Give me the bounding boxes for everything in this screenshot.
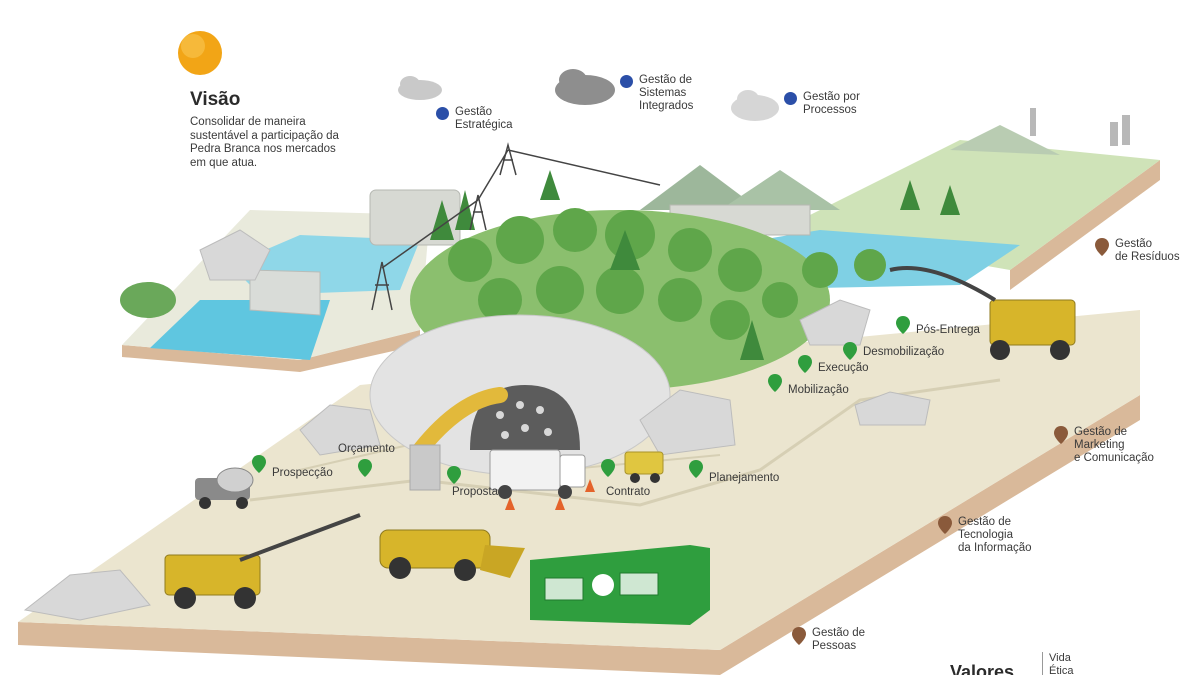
marker-label: Gestão por Processos <box>803 91 860 116</box>
map-pin-icon <box>252 455 266 473</box>
map-pin-icon <box>1095 238 1109 256</box>
loader <box>379 529 525 581</box>
marker-label: Gestão de Pessoas <box>812 627 866 652</box>
marker-label: Gestão de Tecnologia da Informação <box>958 516 1032 554</box>
stage-execucao[interactable]: Execução <box>798 355 869 375</box>
sun-highlight <box>181 34 205 58</box>
dot-icon <box>784 92 797 105</box>
map-pin-icon[interactable] <box>447 466 461 484</box>
map-pin-icon <box>843 342 857 360</box>
drill-jumbo-right <box>889 266 1076 360</box>
city-skyline <box>1030 108 1130 146</box>
marker-gestao-estrategica[interactable]: Gestão Estratégica <box>436 106 513 132</box>
mountain-1 <box>640 165 760 210</box>
stage-label: Planejamento <box>709 472 780 484</box>
cloud-2 <box>555 69 615 105</box>
small-trailer <box>624 451 664 483</box>
dot-icon <box>436 107 449 120</box>
cloud-3 <box>731 90 779 121</box>
marker-gestao-sistemas[interactable]: Gestão de Sistemas Integrados <box>620 74 693 113</box>
stage-proposta-label[interactable]: Proposta <box>452 486 499 498</box>
map-pin-icon <box>938 516 952 534</box>
service-truck <box>489 449 586 499</box>
marker-gestao-pessoas[interactable]: Gestão de Pessoas <box>792 627 865 653</box>
stage-orcamento-label[interactable]: Orçamento <box>338 443 395 455</box>
drill-jumbo-left <box>164 513 361 609</box>
tree-crown-left <box>120 282 176 318</box>
dot-icon <box>620 75 633 88</box>
marker-gestao-residuos[interactable]: Gestão de Resíduos <box>1095 238 1180 264</box>
stage-mobilizacao[interactable]: Mobilização <box>768 374 849 397</box>
marker-gestao-marketing[interactable]: Gestão de Marketing e Comunicação <box>1054 426 1154 465</box>
upper-right-soil <box>1010 160 1160 290</box>
traffic-cones <box>505 479 595 510</box>
map-pin-icon[interactable] <box>358 459 372 477</box>
water-lower <box>150 300 330 360</box>
office-container <box>530 545 710 625</box>
stage-label: Desmobilização <box>863 346 945 358</box>
vision-description: Consolidar de maneira sustentável a part… <box>190 116 339 169</box>
marker-label: Gestão de Sistemas Integrados <box>639 74 694 112</box>
map-pin-icon <box>896 316 910 334</box>
map-pin-icon <box>1054 426 1068 444</box>
stage-planejamento[interactable]: Planejamento <box>689 460 779 485</box>
stage-contrato-label[interactable]: Contrato <box>606 486 651 498</box>
map-pin-icon[interactable] <box>601 459 615 477</box>
stage-label: Execução <box>818 362 869 374</box>
upper-left-soil <box>122 330 420 372</box>
marker-label: Gestão de Resíduos <box>1115 238 1180 263</box>
map-pin-icon <box>792 627 806 645</box>
stage-desmobilizacao[interactable]: Desmobilização <box>843 342 944 360</box>
stage-label: Prospecção <box>272 467 333 479</box>
mountain-3 <box>950 125 1060 155</box>
stage-label: Pós-Entrega <box>916 324 980 336</box>
mixer-truck <box>195 467 254 509</box>
marker-label: Gestão de Marketing e Comunicação <box>1074 426 1154 464</box>
power-towers <box>371 142 661 311</box>
marker-label: Gestão Estratégica <box>455 106 513 131</box>
vision-title: Visão <box>190 89 241 110</box>
stage-prospeccao[interactable]: Prospecção <box>252 455 333 480</box>
duct-support <box>409 444 441 491</box>
tunnel-lights <box>496 401 552 439</box>
mountain-2 <box>720 170 840 210</box>
stage-pos-entrega[interactable]: Pós-Entrega <box>896 316 980 337</box>
stage-label: Mobilização <box>788 384 849 396</box>
cloud-1 <box>398 76 442 100</box>
values-list: Vida Ética <box>1042 652 1073 675</box>
ventilation-duct <box>412 387 508 458</box>
marker-gestao-processos[interactable]: Gestão por Processos <box>784 91 860 117</box>
lower-platform-soil <box>18 395 1140 675</box>
map-pin-icon <box>798 355 812 373</box>
dam <box>249 269 321 316</box>
marker-gestao-ti[interactable]: Gestão de Tecnologia da Informação <box>938 516 1032 555</box>
map-pin-icon <box>768 374 782 392</box>
values-title: Valores <box>950 662 1015 675</box>
map-pin-icon <box>689 460 703 478</box>
boulders <box>23 229 931 621</box>
